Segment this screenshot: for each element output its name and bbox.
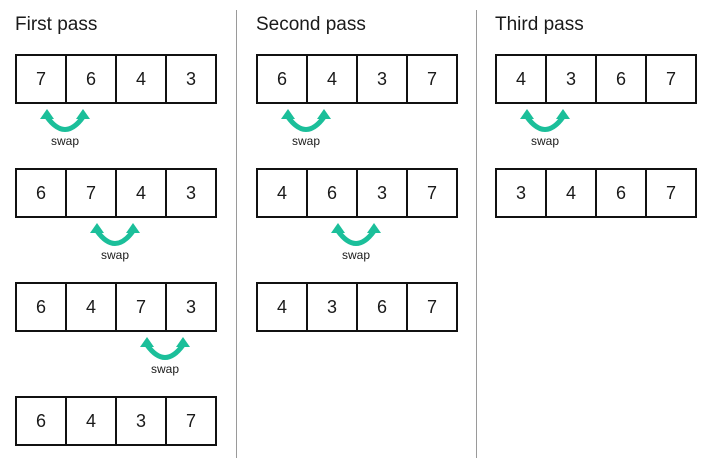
swap-arrow-icon <box>331 223 381 246</box>
array-cell: 4 <box>547 170 597 216</box>
swap-arrow-icon <box>281 109 331 132</box>
pass-title: Third pass <box>495 14 584 35</box>
array-cell: 7 <box>665 182 676 203</box>
array-cell: 6 <box>17 398 67 444</box>
array-cell: 4 <box>117 170 167 216</box>
array-cell: 3 <box>497 170 547 216</box>
array-cell: 4 <box>117 56 167 102</box>
swap-label: swap <box>50 134 79 148</box>
swap-indicator: swap <box>35 108 95 148</box>
swap-indicator: swap <box>276 108 336 148</box>
array-cell: 6 <box>358 284 408 330</box>
swap-label: swap <box>150 362 179 376</box>
array-cell: 6 <box>67 56 117 102</box>
array-cell: 6 <box>308 170 358 216</box>
swap-indicator: swap <box>515 108 575 148</box>
array-cell: 6 <box>597 170 647 216</box>
column-divider <box>236 10 237 458</box>
swap-indicator: swap <box>85 222 145 262</box>
swap-arrow-icon <box>140 337 190 360</box>
array-cell: 4 <box>67 284 117 330</box>
array-cell: 7 <box>426 182 437 203</box>
swap-label: swap <box>100 248 129 262</box>
array-cell: 4 <box>258 170 308 216</box>
array-cell: 7 <box>67 170 117 216</box>
array-cell: 7 <box>665 68 676 89</box>
array-cell: 6 <box>597 56 647 102</box>
swap-arrow-icon <box>520 109 570 132</box>
array-cell: 3 <box>185 68 196 89</box>
array-cell: 6 <box>17 170 67 216</box>
array-cell: 3 <box>185 296 196 317</box>
array-cell: 3 <box>358 56 408 102</box>
array-cell: 3 <box>185 182 196 203</box>
swap-label: swap <box>530 134 559 148</box>
array-cell: 6 <box>17 284 67 330</box>
swap-arrow-icon <box>40 109 90 132</box>
array-cell: 3 <box>358 170 408 216</box>
swap-indicator: swap <box>135 336 195 376</box>
swap-indicator: swap <box>326 222 386 262</box>
pass-title: Second pass <box>256 14 366 35</box>
array-cell: 7 <box>185 410 196 431</box>
array-cell: 4 <box>497 56 547 102</box>
array-cell: 4 <box>258 284 308 330</box>
array-cell: 7 <box>426 68 437 89</box>
array-cell: 6 <box>258 56 308 102</box>
swap-label: swap <box>291 134 320 148</box>
array-cell: 7 <box>426 296 437 317</box>
array-cell: 3 <box>117 398 167 444</box>
array-cell: 4 <box>308 56 358 102</box>
swap-label: swap <box>341 248 370 262</box>
array-cell: 3 <box>547 56 597 102</box>
array-cell: 7 <box>117 284 167 330</box>
array-cell: 4 <box>67 398 117 444</box>
array-cell: 3 <box>308 284 358 330</box>
column-divider <box>476 10 477 458</box>
swap-arrow-icon <box>90 223 140 246</box>
pass-title: First pass <box>15 14 98 35</box>
array-cell: 7 <box>17 56 67 102</box>
